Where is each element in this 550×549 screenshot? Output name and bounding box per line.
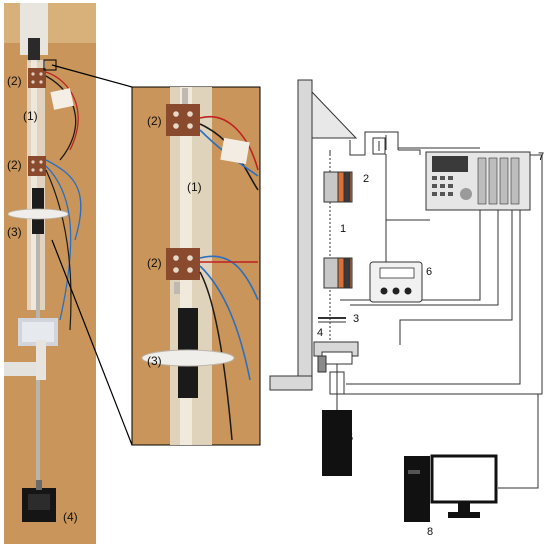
photo-label-guide: (3) <box>7 225 22 239</box>
zoom-connector <box>43 59 133 446</box>
zoom-label-specimen: (1) <box>187 180 202 194</box>
schematic-label-computer: 8 <box>427 526 433 538</box>
zoom-label-clamp-top: (2) <box>147 114 162 128</box>
schematic-label-specimen: 1 <box>340 223 346 235</box>
weight-block <box>322 410 352 476</box>
schematic-label-analyzer: 7 <box>538 151 544 163</box>
schematic-label-meter: 6 <box>426 266 432 278</box>
zoom-label-guide: (3) <box>147 354 162 368</box>
schematic-label-weight: 5 <box>347 432 353 444</box>
photo-label-clamp-top: (2) <box>7 74 22 88</box>
schematic-labels: 2 1 3 4 5 6 7 8 <box>317 151 544 538</box>
photo-label-specimen: (1) <box>23 109 38 123</box>
analyzer-device <box>425 151 531 211</box>
schematic-label-guide: 3 <box>353 313 359 325</box>
photo-full-apparatus: (2) (1) (2) (3) (4) <box>4 3 96 544</box>
photo-label-weight: (4) <box>63 510 78 524</box>
schematic-label-clamp: 2 <box>363 173 369 185</box>
photo-label-clamp-bottom: (2) <box>7 158 22 172</box>
schematic-label-support: 4 <box>317 327 323 339</box>
schematic <box>269 79 543 489</box>
meter-device <box>369 261 423 303</box>
photo-zoom-detail: (2) (1) (2) (3) <box>131 86 261 446</box>
computer <box>404 454 498 522</box>
zoom-label-clamp-bottom: (2) <box>147 256 162 270</box>
